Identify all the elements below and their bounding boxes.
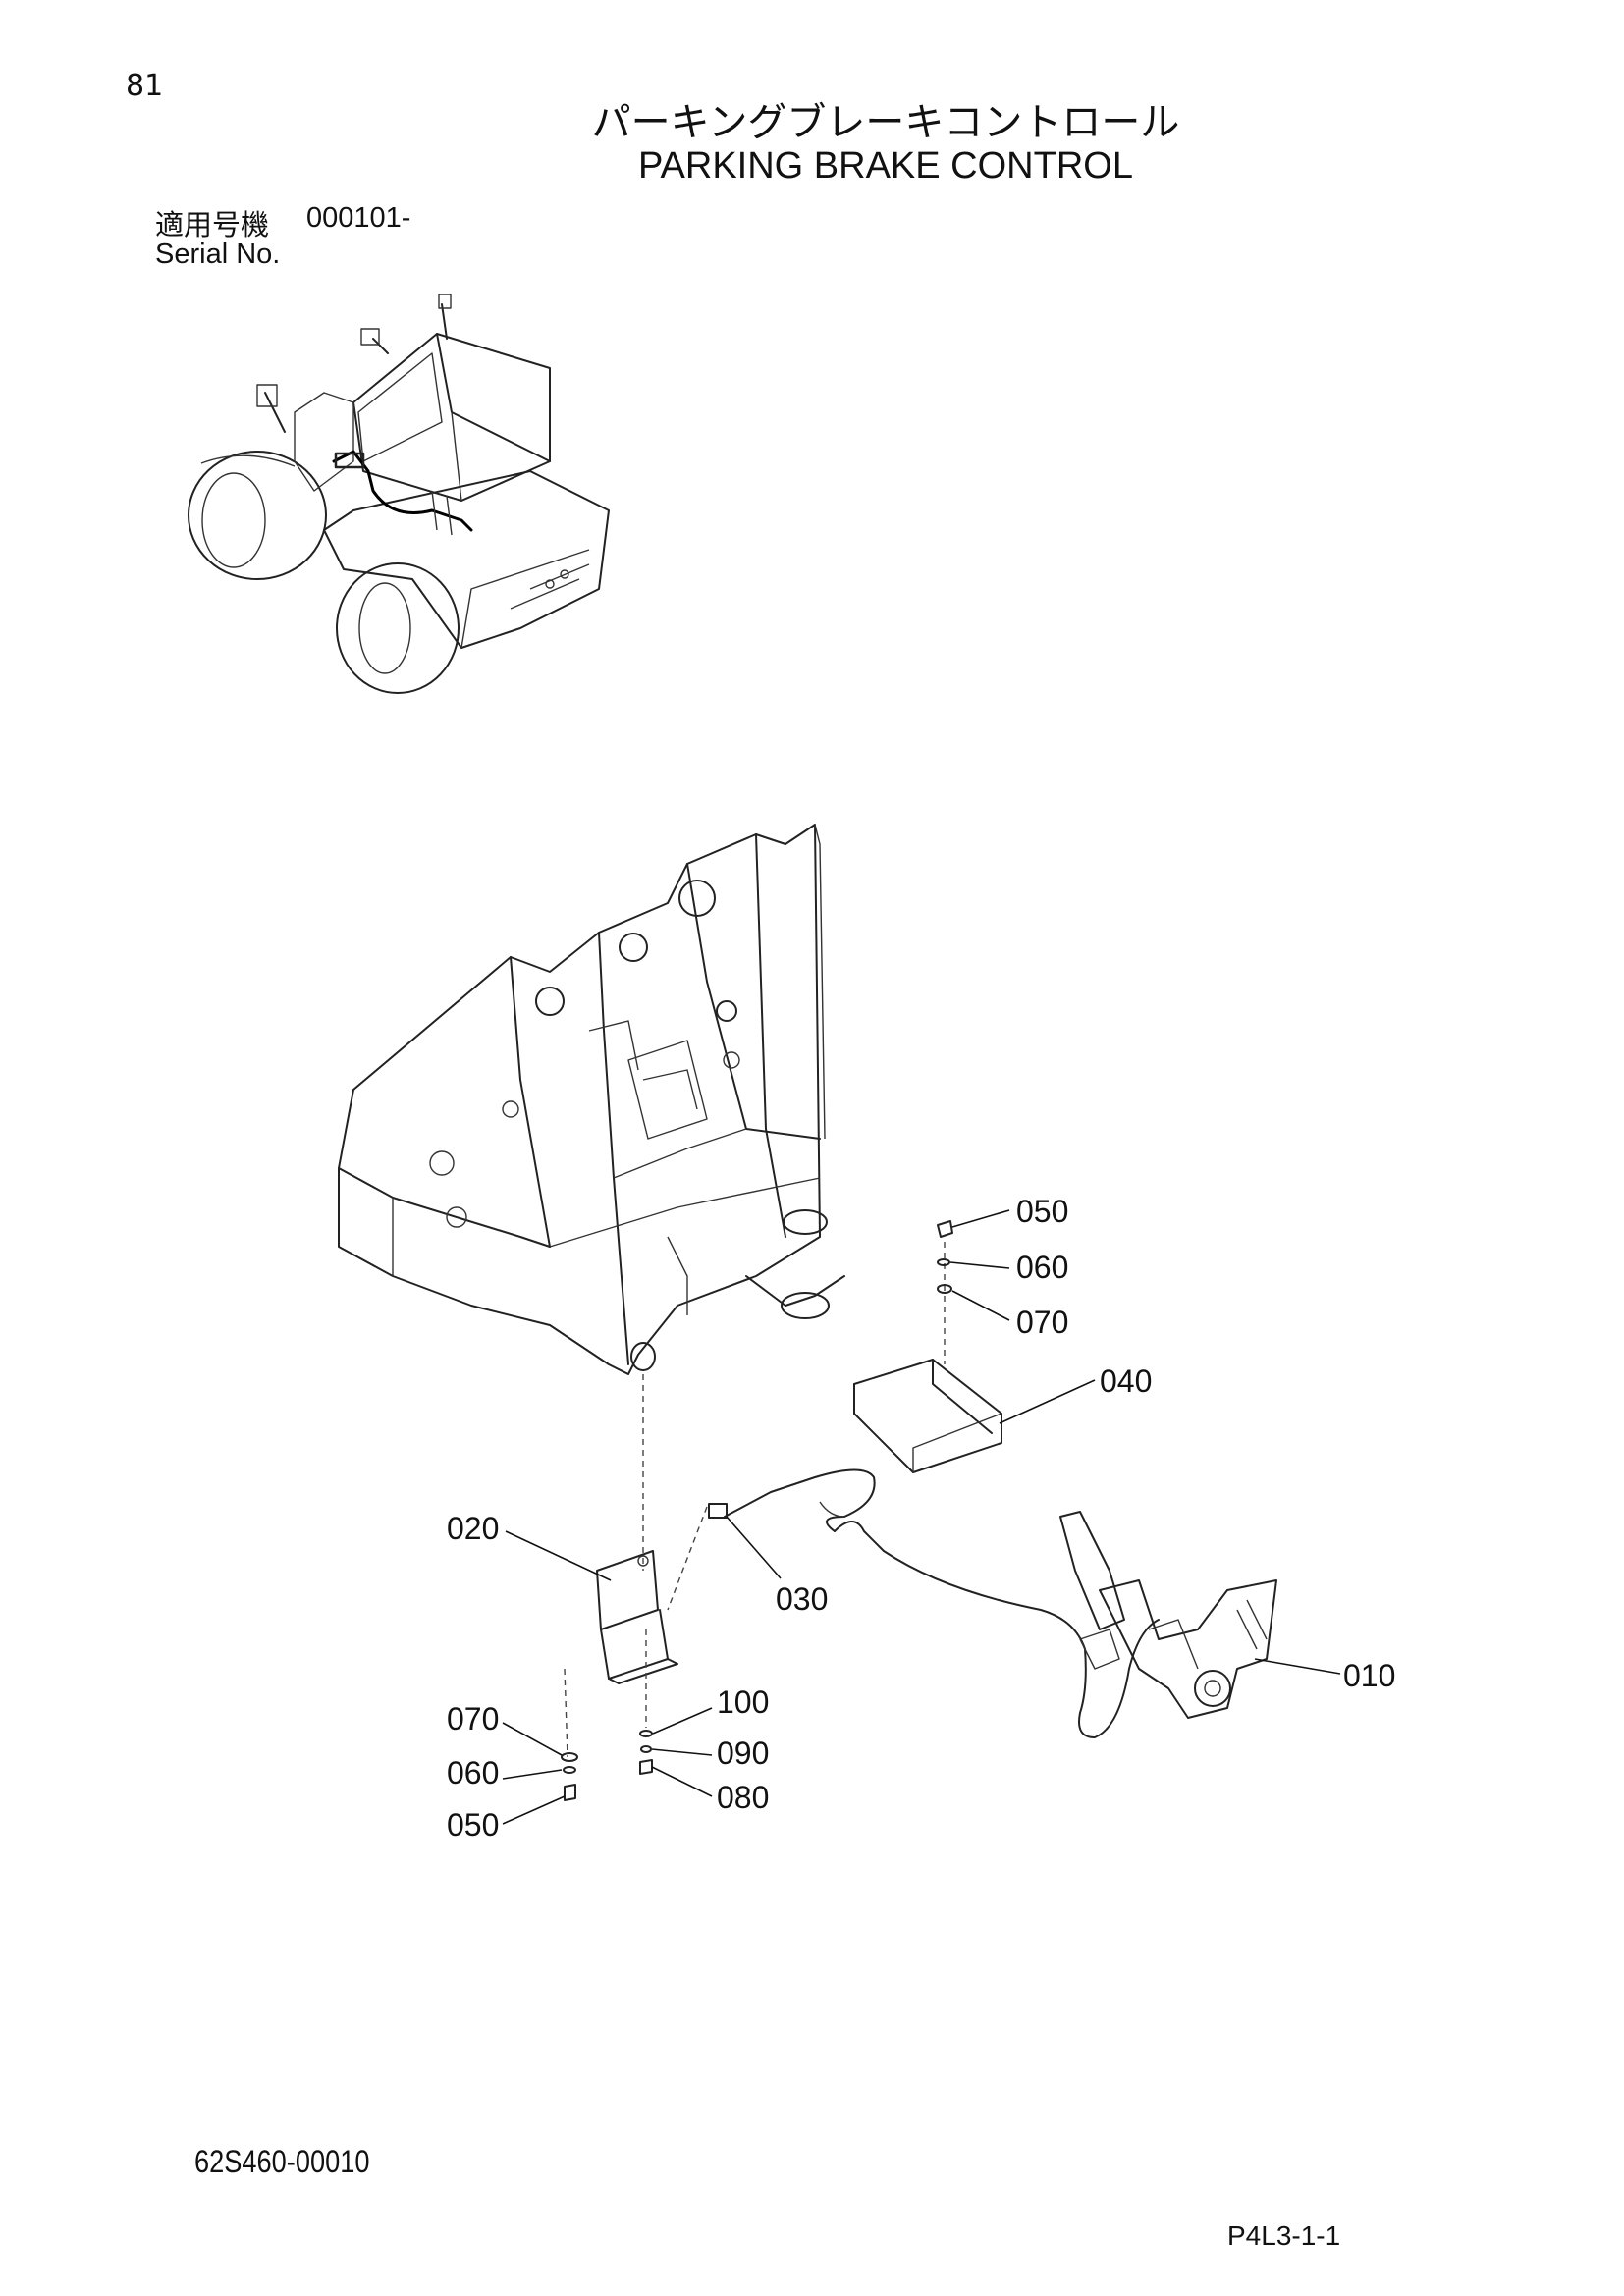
callout-070-top: 070 xyxy=(1016,1305,1068,1340)
cover-040-illustration xyxy=(853,1242,1002,1473)
serial-label: Serial No. xyxy=(155,239,281,270)
callout-030: 030 xyxy=(776,1581,828,1617)
callout-060-top: 060 xyxy=(1016,1250,1068,1285)
drawing-code: 62S460-00010 xyxy=(194,2144,370,2179)
page-title: PARKING BRAKE CONTROL xyxy=(638,145,1133,187)
machine-overview-illustration xyxy=(188,294,610,694)
callout-050-top: 050 xyxy=(1016,1194,1068,1229)
callout-080: 080 xyxy=(717,1780,769,1815)
parking-brake-cable-illustration xyxy=(708,1468,1277,1738)
page-reference: P4L3-1-1 xyxy=(1227,2220,1341,2251)
top-fasteners xyxy=(937,1220,953,1294)
callout-060-bottom: 060 xyxy=(447,1755,499,1790)
callout-090: 090 xyxy=(717,1735,769,1771)
bracket-020-illustration xyxy=(564,1506,708,1758)
page-title-japanese: パーキングブレーキコントロール xyxy=(591,100,1180,145)
page-number: 81 xyxy=(126,69,164,103)
callout-040: 040 xyxy=(1100,1363,1152,1399)
assembly-line xyxy=(564,1668,568,1758)
callout-100: 100 xyxy=(717,1684,769,1720)
callout-070-bottom: 070 xyxy=(447,1701,499,1736)
serial-number-value: 000101- xyxy=(306,202,411,234)
callout-050-bottom: 050 xyxy=(447,1807,499,1842)
serial-label-japanese: 適用号機 xyxy=(155,208,270,241)
callout-leaders xyxy=(502,1209,1341,1825)
bottom-fasteners xyxy=(561,1730,653,1801)
callout-labels: 050 060 070 040 020 030 010 100 090 080 … xyxy=(447,1194,1395,1842)
front-frame-illustration xyxy=(338,824,845,1375)
callout-010: 010 xyxy=(1343,1658,1395,1693)
assembly-line xyxy=(667,1506,708,1611)
callout-020: 020 xyxy=(447,1511,499,1546)
